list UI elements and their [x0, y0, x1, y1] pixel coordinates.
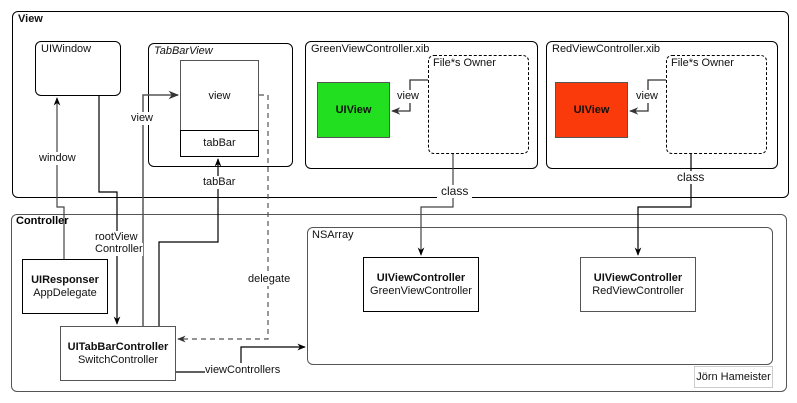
delegate-label: delegate [248, 273, 291, 286]
green-xib-title: GreenViewController.xib [311, 43, 430, 55]
green-view-controller-class: UIViewController [376, 271, 466, 284]
red-view-outlet-label: view [636, 90, 659, 103]
red-files-owner-title: File*s Owner [671, 57, 734, 69]
view-group-title: View [18, 13, 43, 25]
controller-group-title: Controller [16, 215, 69, 227]
red-view-controller-box[interactable]: UIViewController RedViewController [580, 257, 696, 312]
tabbar-controller-name: SwitchController [77, 353, 159, 366]
tabbar-label: tabBar [203, 137, 236, 149]
green-uiview-box[interactable]: UIView [317, 82, 390, 138]
uiwindow-box[interactable]: UIWindow [35, 41, 121, 96]
red-view-controller-name: RedViewController [592, 284, 684, 297]
green-files-owner-box[interactable]: File*s Owner [428, 55, 529, 154]
view-controllers-label: viewControllers [205, 364, 281, 377]
red-class-label: class [675, 170, 707, 184]
view-label: view [131, 112, 154, 125]
tabbarview-view-box[interactable]: view [180, 60, 259, 132]
green-files-owner-title: File*s Owner [433, 57, 496, 69]
red-xib-title: RedViewController.xib [552, 43, 661, 55]
tabbar-controller-class: UITabBarController [67, 340, 169, 353]
red-files-owner-box[interactable]: File*s Owner [666, 55, 767, 154]
app-delegate-box[interactable]: UIResponser AppDelegate [22, 259, 108, 314]
window-label: window [39, 152, 76, 165]
tabbarview-view-label: view [208, 90, 231, 102]
red-uiview-label: UIView [573, 103, 610, 116]
app-delegate-class: UIResponser [31, 273, 99, 286]
app-delegate-name: AppDelegate [33, 286, 97, 299]
green-view-controller-box[interactable]: UIViewController GreenViewController [363, 257, 479, 312]
tabbar-box[interactable]: tabBar [180, 130, 259, 157]
root-view-controller-label-2: Controller [95, 243, 143, 256]
green-view-controller-name: GreenViewController [370, 284, 472, 297]
root-view-controller-label-1: rootView [95, 231, 138, 244]
red-uiview-box[interactable]: UIView [555, 82, 628, 138]
author-credit: Jörn Hameister [694, 366, 773, 388]
green-uiview-label: UIView [335, 103, 372, 116]
red-view-controller-class: UIViewController [593, 271, 683, 284]
tabbar-controller-box[interactable]: UITabBarController SwitchController [60, 326, 176, 381]
nsarray-title: NSArray [312, 229, 354, 241]
tabbarview-title: TabBarView [154, 45, 213, 57]
tabbar-label-connector: tabBar [203, 176, 236, 189]
green-view-outlet-label: view [397, 90, 420, 103]
green-class-label: class [437, 185, 473, 198]
uiwindow-title: UIWindow [41, 43, 92, 55]
